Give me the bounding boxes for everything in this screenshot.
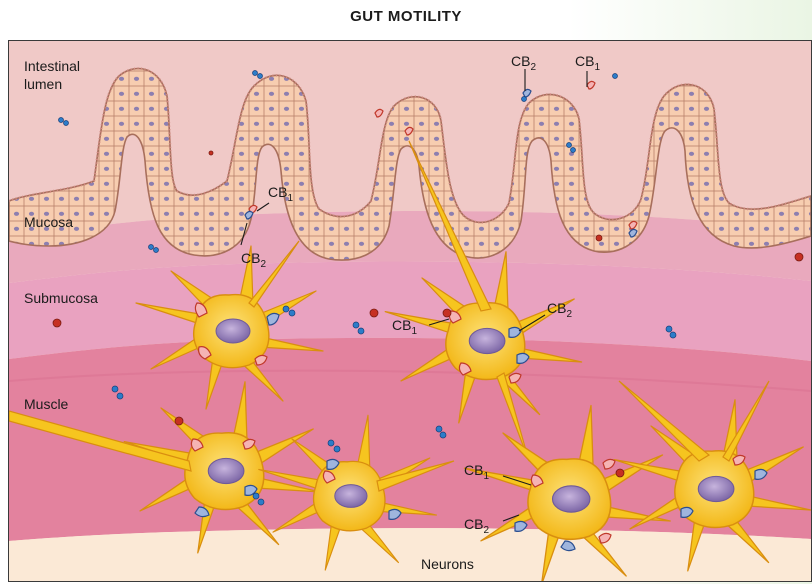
- lumen-label-line1: Intestinal: [24, 58, 80, 74]
- gut-diagram: Intestinal lumen Mucosa Submucosa Muscle…: [9, 41, 811, 581]
- lumen-label-line2: lumen: [24, 76, 62, 92]
- mucosa-label: Mucosa: [24, 214, 73, 230]
- figure-title: GUT MOTILITY: [0, 8, 812, 25]
- submucosa-label: Submucosa: [24, 290, 98, 306]
- muscle-label: Muscle: [24, 396, 69, 412]
- neurons-label: Neurons: [421, 556, 474, 572]
- diagram-frame: Intestinal lumen Mucosa Submucosa Muscle…: [8, 40, 812, 582]
